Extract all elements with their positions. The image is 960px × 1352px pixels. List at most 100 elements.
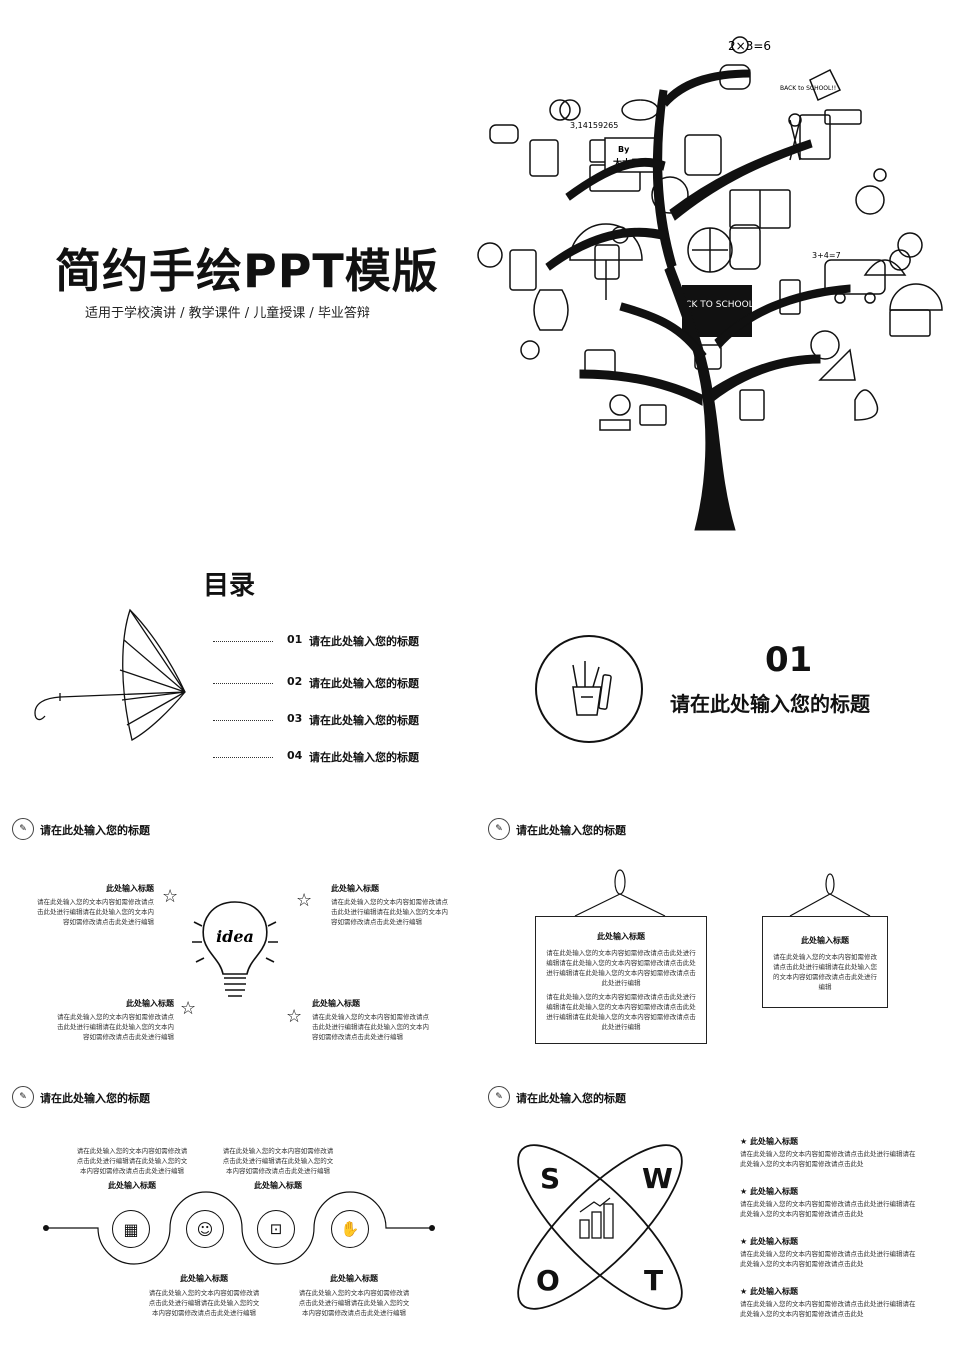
math-text: 2×3=6 [728, 39, 771, 53]
swot-diagram [517, 1144, 683, 1310]
swot-item-header: ★ 此处输入标题 [740, 1236, 920, 1247]
star-icon: ★ [740, 1287, 748, 1296]
header-pencil-icon: ✎ [488, 818, 510, 840]
student-icon: ☺ [186, 1210, 224, 1248]
toc-item[interactable]: 01 请在此处输入您的标题 [213, 633, 453, 653]
toc-label: 请在此处输入您的标题 [309, 677, 419, 690]
chalkboard-text: BACK TO SCHOOL!! [673, 300, 761, 310]
header-pencil-icon: ✎ [488, 1086, 510, 1108]
timeline-slide: ✎ 请在此处输入您的标题 请在此处输入您的文本内容如需修改请点击此处进行编辑请在… [0, 1080, 480, 1340]
item-text: 请在此处输入您的文本内容如需修改请点击此处进行编辑请在此处输入您的文本内容如需修… [740, 1300, 916, 1318]
swot-item: ★ 此处输入标题 请在此处输入您的文本内容如需修改请点击此处进行编辑请在此处输入… [740, 1236, 920, 1269]
swot-item: ★ 此处输入标题 请在此处输入您的文本内容如需修改请点击此处进行编辑请在此处输入… [740, 1136, 920, 1169]
frame-title: 此处输入标题 [597, 932, 645, 941]
star-icon: ☆ [296, 890, 313, 911]
block-text: 请在此处输入您的文本内容如需修改请点击此处进行编辑请在此处输入您的文本内容如需修… [148, 1289, 260, 1317]
pencil-cup-circle [535, 635, 643, 743]
calculator-icon: ▦ [112, 1210, 150, 1248]
picture-frame: 此处输入标题 请在此处输入您的文本内容如需修改请点击此处进行编辑请在此处输入您的… [762, 916, 888, 1008]
toc-dotline [213, 641, 273, 642]
star-icon: ☆ [162, 886, 179, 907]
toc-title: 目录 [203, 571, 256, 601]
block-title: 此处输入标题 [254, 1181, 302, 1190]
block-text: 请在此处输入您的文本内容如需修改请点击此处进行编辑请在此处输入您的文本内容如需修… [37, 898, 154, 926]
block-title: 此处输入标题 [108, 1181, 156, 1190]
toc-dotline [213, 720, 273, 721]
cover-title: 简约手绘PPT模版 [55, 244, 439, 298]
block-title: 此处输入标题 [106, 884, 154, 893]
block-text: 请在此处输入您的文本内容如需修改请点击此处进行编辑请在此处输入您的文本内容如需修… [312, 1013, 429, 1041]
toc-num: 03 [287, 712, 303, 725]
block-text: 请在此处输入您的文本内容如需修改请点击此处进行编辑请在此处输入您的文本内容如需修… [222, 1147, 334, 1175]
section-title: 请在此处输入您的标题 [670, 692, 870, 716]
idea-block: 此处输入标题 请在此处输入您的文本内容如需修改请点击此处进行编辑请在此处输入您的… [312, 998, 430, 1042]
lightbulb-icon: idea [192, 901, 278, 997]
star-icon: ★ [740, 1237, 748, 1246]
idea-block: 此处输入标题 请在此处输入您的文本内容如需修改请点击此处进行编辑请在此处输入您的… [56, 998, 174, 1042]
frame-hanger-icon [789, 873, 871, 917]
timeline-block: 请在此处输入您的文本内容如需修改请点击此处进行编辑请在此处输入您的文本内容如需修… [76, 1146, 188, 1191]
block-text: 请在此处输入您的文本内容如需修改请点击此处进行编辑请在此处输入您的文本内容如需修… [331, 898, 448, 926]
header-pencil-icon: ✎ [12, 1086, 34, 1108]
toc-label: 请在此处输入您的标题 [309, 714, 419, 727]
frame-text: 请在此处输入您的文本内容如需修改请点击此处进行编辑请在此处输入您的文本内容如需修… [546, 993, 696, 1031]
toc-dotline [213, 683, 273, 684]
swot-item-header: ★ 此处输入标题 [740, 1136, 920, 1147]
sign-by: By [618, 145, 630, 154]
section-slide: 01 请在此处输入您的标题 [480, 550, 960, 790]
slide-header: 请在此处输入您的标题 [516, 824, 626, 837]
pencil-cup-icon [572, 661, 612, 716]
handshake-icon: ✋ [331, 1210, 369, 1248]
pi-text: 3,14159265 [570, 121, 618, 130]
header-pencil-icon: ✎ [12, 818, 34, 840]
swot-item: ★ 此处输入标题 请在此处输入您的文本内容如需修改请点击此处进行编辑请在此处输入… [740, 1186, 920, 1219]
frame-hanger-icon [574, 869, 666, 917]
item-text: 请在此处输入您的文本内容如需修改请点击此处进行编辑请在此处输入您的文本内容如需修… [740, 1250, 916, 1268]
swot-item: ★ 此处输入标题 请在此处输入您的文本内容如需修改请点击此处进行编辑请在此处输入… [740, 1286, 920, 1319]
item-title: 此处输入标题 [749, 1187, 798, 1196]
slide-header: 请在此处输入您的标题 [40, 824, 150, 837]
item-title: 此处输入标题 [749, 1137, 798, 1146]
swot-letter: T [644, 1264, 664, 1297]
block-text: 请在此处输入您的文本内容如需修改请点击此处进行编辑请在此处输入您的文本内容如需修… [76, 1147, 188, 1175]
toc-item[interactable]: 04 请在此处输入您的标题 [213, 749, 453, 769]
toc-item[interactable]: 02 请在此处输入您的标题 [213, 675, 453, 695]
item-text: 请在此处输入您的文本内容如需修改请点击此处进行编辑请在此处输入您的文本内容如需修… [740, 1200, 916, 1218]
section-number: 01 [765, 640, 813, 680]
star-icon: ☆ [180, 998, 197, 1019]
swot-item-header: ★ 此处输入标题 [740, 1286, 920, 1297]
swot-item-header: ★ 此处输入标题 [740, 1186, 920, 1197]
frame-text: 请在此处输入您的文本内容如需修改请点击此处进行编辑请在此处输入您的文本内容如需修… [546, 949, 696, 987]
swot-letter: S [540, 1162, 561, 1195]
block-title: 此处输入标题 [331, 884, 379, 893]
toc-item[interactable]: 03 请在此处输入您的标题 [213, 712, 453, 732]
idea-block: 此处输入标题 请在此处输入您的文本内容如需修改请点击此处进行编辑请在此处输入您的… [331, 883, 449, 927]
picture-frame: 此处输入标题 请在此处输入您的文本内容如需修改请点击此处进行编辑请在此处输入您的… [535, 916, 707, 1044]
cover-subtitle: 适用于学校演讲 / 教学课件 / 儿童授课 / 毕业答辩 [85, 306, 370, 321]
block-title: 此处输入标题 [330, 1274, 378, 1283]
slide-header: 请在此处输入您的标题 [40, 1092, 150, 1105]
toc-label: 请在此处输入您的标题 [309, 751, 419, 764]
toc-num: 02 [287, 675, 303, 688]
block-title: 此处输入标题 [312, 999, 360, 1008]
slide-header: 请在此处输入您的标题 [516, 1092, 626, 1105]
item-text: 请在此处输入您的文本内容如需修改请点击此处进行编辑请在此处输入您的文本内容如需修… [740, 1150, 916, 1168]
poster-text: BACK to SCHOOL!! [780, 85, 836, 92]
idea-slide: ✎ 请在此处输入您的标题 idea ☆ ☆ ☆ ☆ 此处输入标题 请在此处输入您… [0, 810, 480, 1060]
star-icon: ★ [740, 1137, 748, 1146]
idea-block: 此处输入标题 请在此处输入您的文本内容如需修改请点击此处进行编辑请在此处输入您的… [36, 883, 154, 927]
lock-icon: ⊡ [257, 1210, 295, 1248]
sum-text: 3+4=7 [812, 251, 841, 260]
star-icon: ★ [740, 1187, 748, 1196]
block-text: 请在此处输入您的文本内容如需修改请点击此处进行编辑请在此处输入您的文本内容如需修… [298, 1289, 410, 1317]
toc-num: 01 [287, 633, 303, 646]
star-icon: ☆ [286, 1006, 303, 1027]
umbrella-icon [34, 608, 186, 741]
toc-slide: 目录 01 请在此处输入您的标题 02 请在此处输入您的标题 03 请在此处输入… [0, 550, 480, 790]
cover-slide: 简约手绘PPT模版 适用于学校演讲 / 教学课件 / 儿童授课 / 毕业答辩 [0, 0, 960, 545]
frame-text: 请在此处输入您的文本内容如需修改请点击此处进行编辑请在此处输入您的文本内容如需修… [773, 953, 877, 991]
timeline-block: 请在此处输入您的文本内容如需修改请点击此处进行编辑请在此处输入您的文本内容如需修… [222, 1146, 334, 1191]
toc-label: 请在此处输入您的标题 [309, 635, 419, 648]
swot-letter: O [536, 1264, 560, 1297]
tree-illustration: BACK TO SCHOOL!! By 大木子 2×3=6 3,14159265… [477, 36, 943, 531]
